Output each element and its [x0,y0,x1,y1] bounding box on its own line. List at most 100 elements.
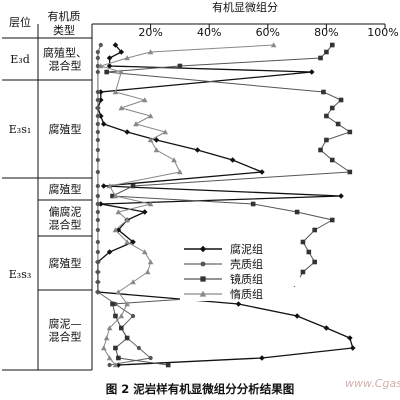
chart-title: 有机显微组分 [212,0,278,14]
data-point [124,129,130,135]
data-point [118,69,125,75]
data-point [106,55,113,61]
series-line [106,44,352,366]
x-axis-ticks: 20%40%60%80%100% [138,24,399,39]
data-point [194,147,201,153]
x-tick-label: 80% [314,26,338,39]
data-point [153,137,160,143]
data-point [318,147,323,153]
data-point [235,301,242,307]
organic-type-label: 混合型 [49,330,82,344]
data-point [95,129,100,135]
data-point [95,169,100,175]
data-point [141,249,148,255]
data-point [110,301,115,307]
data-point [177,169,183,175]
data-point [162,129,169,135]
data-point [98,42,103,48]
legend-label: 镜质组 [230,272,263,286]
data-point [104,69,109,75]
data-point [324,137,329,143]
data-point [147,259,154,265]
legend-bg [180,257,300,271]
data-point [106,183,113,189]
data-point [250,201,256,207]
legend-marker [200,276,206,282]
data-point [133,121,139,127]
data-point [347,169,353,175]
data-point [115,289,122,295]
data-point [171,157,177,163]
legend-marker [200,261,206,267]
data-point [124,335,130,341]
data-point [118,313,125,319]
data-point [95,227,100,233]
data-point [115,209,122,215]
legend-label: 壳质组 [230,257,263,271]
data-point [118,105,125,111]
data-point [147,113,154,119]
data-point [148,355,153,361]
data-point [95,121,100,127]
data-point [95,49,100,55]
organic-type-label: 偏腐泥 [49,205,82,219]
data-point [306,249,312,255]
data-point [324,49,329,55]
data-point [100,121,107,127]
data-point [294,209,300,215]
data-point [95,113,100,119]
data-point [106,63,113,69]
data-point [124,217,130,223]
data-point [144,269,151,275]
data-point [124,239,130,245]
data-point [112,193,119,199]
data-point [106,325,113,331]
x-tick-label: 60% [256,26,280,39]
data-point [95,239,100,245]
data-point [349,345,356,351]
data-point [147,49,154,55]
legend-label: 惰质组 [230,287,263,301]
data-point [130,183,136,189]
data-point [113,345,118,351]
layer-label: E₃d [10,53,29,66]
header-organic-type-line2: 类型 [53,23,75,37]
data-point [112,227,119,233]
organic-type-label: 腐殖型 [49,256,82,270]
data-point [119,325,124,331]
series-4 [97,42,277,368]
organic-type-label: 混合型 [49,218,82,232]
data-point [95,69,100,75]
data-point [95,217,100,223]
data-point [97,63,104,69]
data-point [110,193,115,199]
data-point [113,313,118,319]
data-point [329,157,335,163]
data-point [112,89,119,95]
series-3 [104,42,353,368]
data-point [130,313,136,319]
legend-marker [199,245,207,253]
organic-type-label: 腐殖型、 [43,46,87,60]
data-point [95,89,100,95]
data-point [308,69,315,75]
data-point [95,147,100,153]
x-tick-label: 20% [138,26,162,39]
data-point [103,335,110,341]
data-point [95,193,100,199]
x-tick-label: 40% [197,26,221,39]
organic-type-label: 腐殖型 [49,122,82,136]
legend-marker [199,290,207,297]
data-point [95,183,100,189]
data-point [95,259,100,265]
organic-type-label: 腐殖型 [49,182,82,196]
data-point [294,313,300,319]
data-point [338,193,344,199]
data-point [124,55,130,61]
data-point [141,97,148,103]
data-point [100,183,107,189]
